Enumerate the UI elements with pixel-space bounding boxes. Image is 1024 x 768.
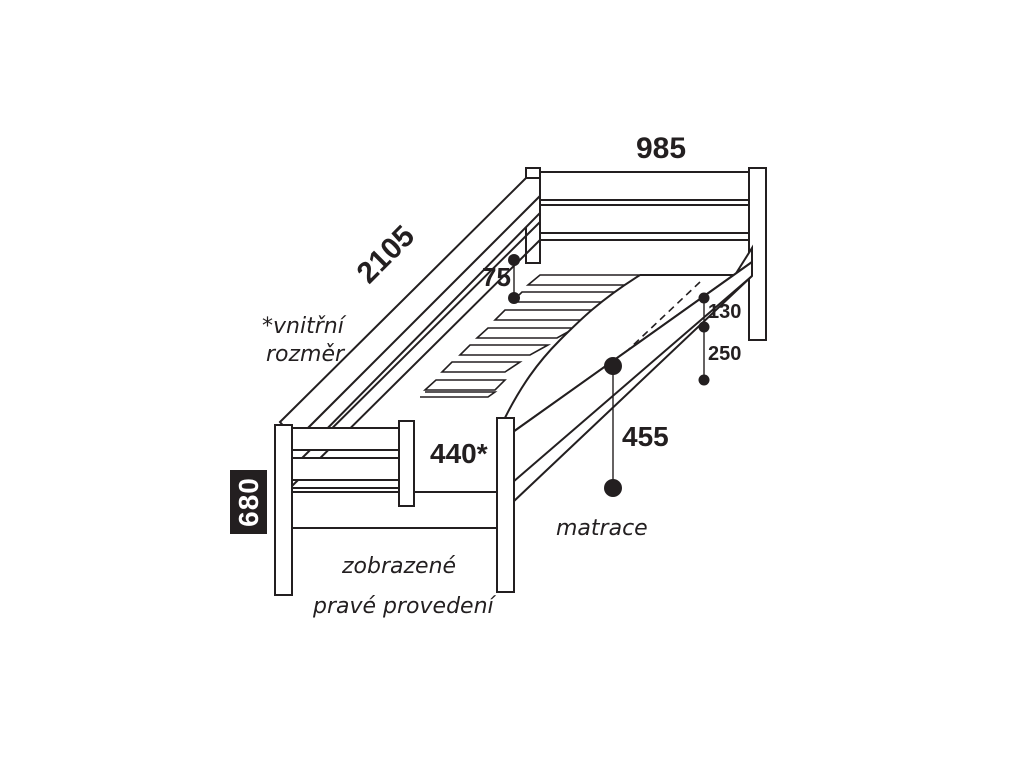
side-height-dimension-label: 250	[708, 343, 742, 365]
foot-bottom-board	[291, 491, 498, 529]
foot-rail-top	[291, 427, 400, 451]
dim-250-dot-bottom	[698, 374, 710, 386]
inner-dimension-note-line1: *vnitřní	[262, 314, 344, 339]
variant-note-line1: zobrazené	[342, 554, 457, 579]
dim-130-dot-middle	[698, 321, 710, 333]
dim-130-dot-top	[698, 292, 710, 304]
head-rail-middle	[539, 204, 750, 234]
mattress-note: matrace	[556, 516, 648, 541]
inner-width-dimension-label: 440*	[430, 438, 488, 469]
total-height-dimension-label: 680	[232, 477, 264, 527]
head-rail-top	[539, 171, 750, 201]
foot-post-short	[398, 420, 415, 507]
foot-post-left	[274, 424, 293, 596]
rail-gap-dimension-label: 75	[482, 262, 511, 292]
dim-455-dot-bottom	[604, 479, 622, 497]
dim-75-dot-bottom	[508, 292, 520, 304]
foot-post-right	[496, 417, 515, 593]
frame-offset-dimension-label: 130	[708, 301, 742, 323]
dim-75-dot-top	[508, 254, 520, 266]
mattress-height-dimension-label: 455	[622, 421, 669, 452]
foot-end-panel	[274, 417, 515, 596]
head-end-panel	[525, 167, 767, 341]
foot-rail-middle	[291, 457, 400, 481]
total-height-box: 680	[230, 470, 267, 534]
variant-note-line2: pravé provedení	[313, 594, 494, 619]
dim-455-dot-top	[604, 357, 622, 375]
side-rail-top	[278, 177, 541, 442]
width-dimension-label: 985	[636, 132, 687, 165]
inner-dimension-note-line2: rozměr	[266, 342, 345, 367]
